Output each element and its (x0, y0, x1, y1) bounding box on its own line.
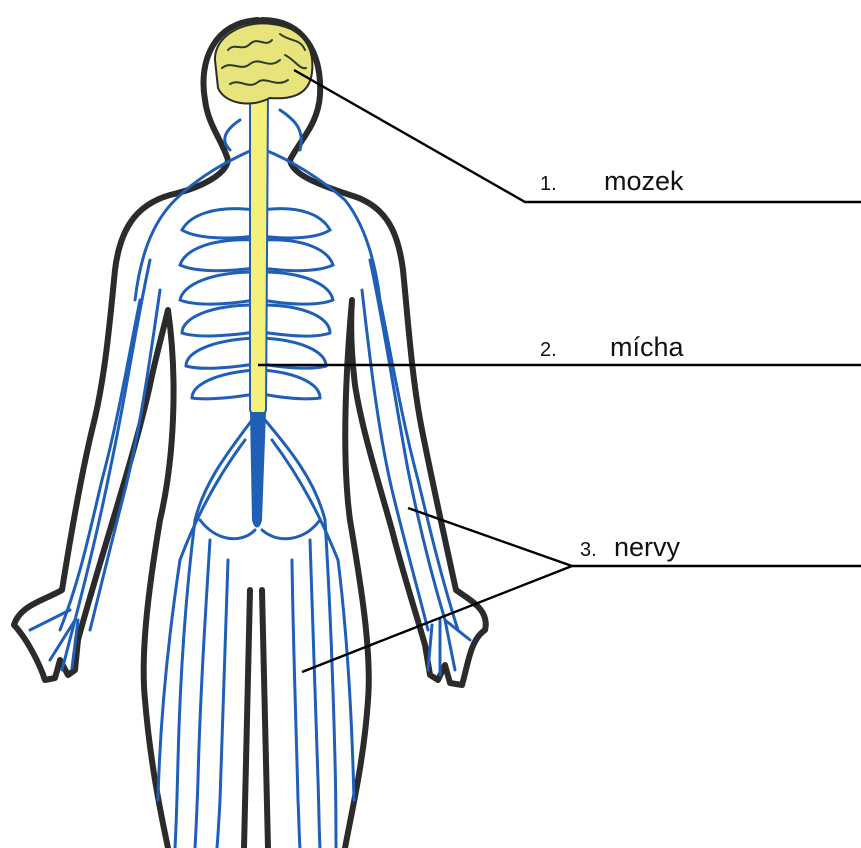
label-3-number: 3. (580, 539, 597, 561)
label-1-number: 1. (540, 173, 557, 195)
leader-line-3b (302, 566, 572, 672)
label-3-text: nervy (614, 532, 681, 562)
leader-line-1 (294, 70, 861, 202)
label-2-number: 2. (540, 339, 557, 361)
brain (215, 23, 312, 103)
label-1-text: mozek (604, 166, 684, 196)
label-2-text: mícha (610, 332, 685, 362)
spinal-cord (250, 95, 268, 528)
